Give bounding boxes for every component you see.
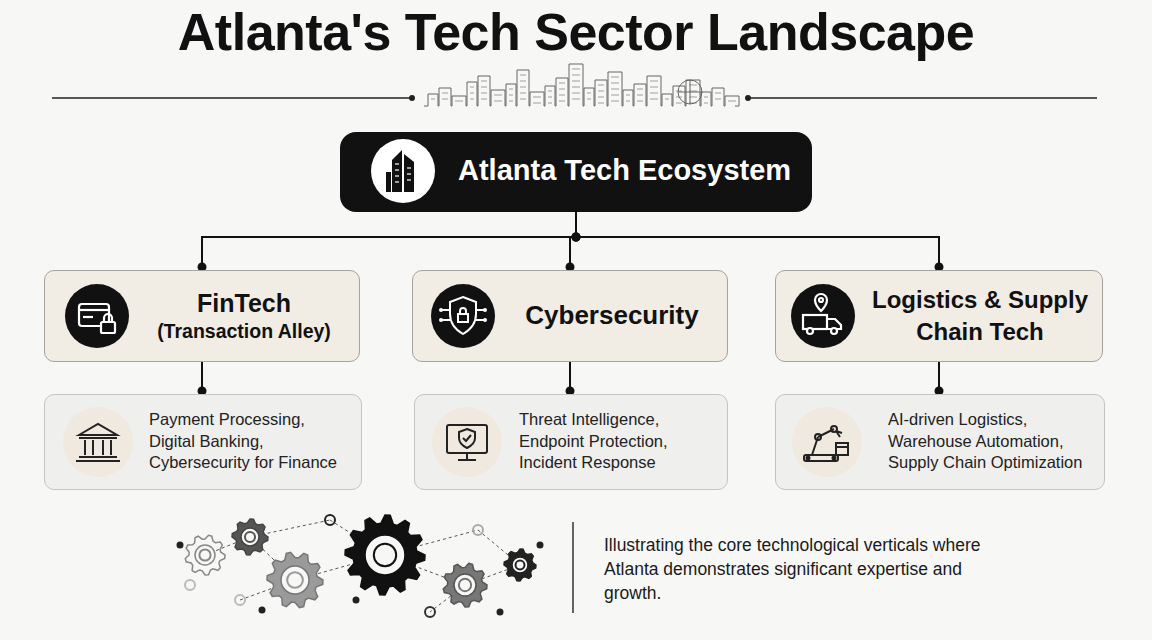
icon xyxy=(65,284,129,348)
icon xyxy=(63,407,133,477)
page-title: Atlanta's Tech Sector Landscape xyxy=(0,2,1152,62)
rule-line xyxy=(748,97,1097,99)
detail-box: Payment Processing, Digital Banking, Cyb… xyxy=(44,394,362,490)
connector xyxy=(566,212,581,272)
node-label: FinTech xyxy=(137,287,351,320)
node-label: AI-driven Logistics, Warehouse Automatio… xyxy=(888,409,1098,473)
icon xyxy=(431,284,495,348)
connector xyxy=(566,362,575,396)
node-label: Cybersecurity xyxy=(505,299,719,333)
rule-line xyxy=(52,97,412,99)
node-label: Threat Intelligence, Endpoint Protection… xyxy=(519,409,721,473)
icon xyxy=(792,407,862,477)
sector-box: Cybersecurity xyxy=(412,270,728,362)
gear-illustration xyxy=(177,515,544,617)
sector-box: Logistics & Supply Chain Tech xyxy=(775,270,1103,362)
caption-text: Illustrating the core technological vert… xyxy=(604,533,984,605)
node-sublabel: (Transaction Alley) xyxy=(137,319,351,344)
icon xyxy=(432,407,502,477)
node-label: Payment Processing, Digital Banking, Cyb… xyxy=(149,409,355,473)
detail-box: AI-driven Logistics, Warehouse Automatio… xyxy=(775,394,1105,490)
root-box: Atlanta Tech Ecosystem xyxy=(340,132,812,212)
connector xyxy=(198,362,207,396)
node-label: Logistics & Supply Chain Tech xyxy=(864,284,1096,346)
connector xyxy=(572,212,944,272)
rule-dot xyxy=(409,95,415,101)
connector xyxy=(198,212,581,272)
node-label: Atlanta Tech Ecosystem xyxy=(458,152,798,190)
rule-dot xyxy=(745,95,751,101)
icon xyxy=(791,284,855,348)
skyline xyxy=(424,64,739,106)
sector-box: FinTech(Transaction Alley) xyxy=(44,270,360,362)
detail-box: Threat Intelligence, Endpoint Protection… xyxy=(414,394,728,490)
divider-line xyxy=(572,522,574,613)
connector xyxy=(935,362,944,396)
icon xyxy=(370,138,436,204)
